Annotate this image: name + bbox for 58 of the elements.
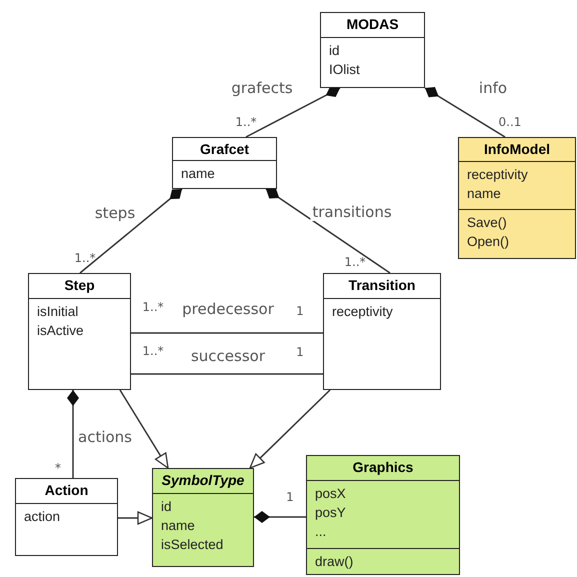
attribute-text: isInitial: [37, 303, 78, 321]
composition-line: [424, 87, 506, 138]
multiplicity-label: 0..1: [498, 115, 522, 129]
generalization-arrow: [119, 390, 169, 469]
attribute-text: name: [161, 517, 195, 535]
composition-line: [266, 188, 390, 274]
composition-line: [254, 511, 306, 523]
attribute-text: ...: [315, 523, 326, 541]
method-text: Save(): [467, 214, 507, 232]
class-name: Action: [44, 481, 88, 499]
multiplicity-label: 1: [296, 304, 304, 318]
association-line: [131, 373, 323, 375]
composition-line: [67, 390, 79, 478]
method-text: Open(): [467, 233, 510, 251]
attribute-text: id: [329, 42, 340, 60]
class-box: [323, 273, 441, 390]
class-box: [306, 455, 460, 575]
attribute-text: name: [181, 165, 215, 183]
class-name: Grafcet: [200, 140, 250, 158]
multiplicity-label: 1: [286, 490, 294, 504]
composition-line: [246, 86, 340, 138]
class-box: [15, 478, 118, 556]
attribute-text: id: [161, 498, 172, 516]
class-name: Step: [64, 276, 95, 294]
attribute-text: action: [24, 508, 60, 526]
class-name: Transition: [348, 276, 416, 294]
attribute-text: isActive: [37, 322, 84, 340]
attribute-text: isSelected: [161, 536, 224, 554]
role-label: grafects: [229, 79, 295, 97]
class-box: [458, 137, 576, 259]
attribute-text: receptivity: [467, 166, 528, 184]
generalization-arrow: [118, 511, 153, 525]
class-box: [152, 468, 254, 567]
role-label: predecessor: [180, 300, 276, 318]
multiplicity-label: 1..*: [344, 255, 366, 269]
attribute-text: name: [467, 185, 501, 203]
role-label: transitions: [310, 203, 394, 221]
multiplicity-label: 1..*: [235, 115, 257, 129]
class-name: SymbolType: [162, 471, 244, 489]
class-box: [28, 273, 131, 390]
method-text: draw(): [315, 553, 354, 571]
multiplicity-label: *: [55, 461, 61, 475]
multiplicity-label: 1..*: [142, 344, 164, 358]
class-name: MODAS: [346, 15, 399, 33]
composition-line: [80, 188, 182, 274]
multiplicity-label: 1..*: [142, 300, 164, 314]
attribute-text: posY: [315, 504, 346, 522]
generalization-arrow: [249, 389, 331, 469]
class-box: [172, 137, 277, 189]
attribute-text: IOlist: [329, 61, 360, 79]
multiplicity-label: 1: [296, 345, 304, 359]
multiplicity-label: 1..*: [74, 251, 96, 265]
association-line: [131, 332, 323, 334]
class-name: Graphics: [352, 458, 414, 476]
attribute-text: posX: [315, 485, 346, 503]
attribute-text: receptivity: [332, 303, 393, 321]
class-box: [320, 12, 425, 88]
class-name: InfoModel: [484, 140, 550, 158]
